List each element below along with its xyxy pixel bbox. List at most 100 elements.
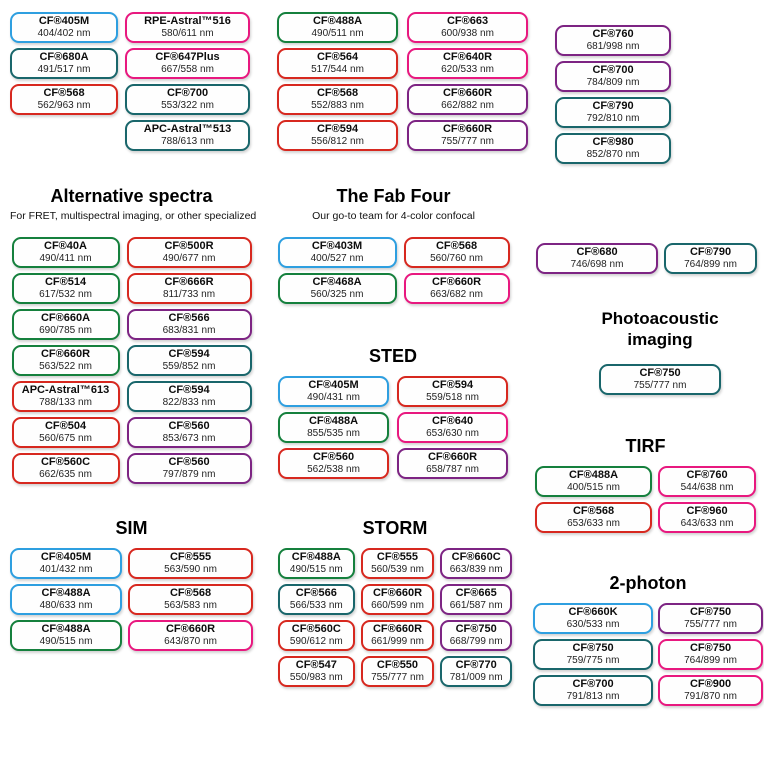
dye-ex-em-wavelengths: 791/813 nm: [566, 691, 620, 702]
dye-ex-em-wavelengths: 755/777 nm: [441, 136, 494, 147]
dye-name: CF®568: [43, 87, 85, 99]
dye-name: CF®790: [592, 100, 634, 112]
dye-ex-em-wavelengths: 660/599 nm: [371, 600, 424, 611]
dye-ex-em-wavelengths: 668/799 nm: [449, 636, 503, 647]
dye-name: CF®514: [44, 276, 87, 288]
dye-name: CF®594: [168, 384, 210, 396]
dye-name: CF®594: [431, 379, 474, 391]
dye-name: CF®403M: [311, 240, 363, 252]
dye-name: CF®594: [316, 123, 359, 135]
dye-ex-em-wavelengths: 662/882 nm: [441, 100, 494, 111]
dye-ex-em-wavelengths: 559/518 nm: [426, 392, 479, 403]
dye-ex-em-wavelengths: 556/812 nm: [311, 136, 364, 147]
dye-ex-em-wavelengths: 560/325 nm: [310, 289, 364, 300]
section-title: 2-photon: [609, 573, 687, 593]
dye-name: CF®770: [455, 659, 497, 671]
dye-name: CF®568: [435, 240, 478, 252]
dye-ex-em-wavelengths: 663/682 nm: [430, 289, 483, 300]
section-title: The Fab Four: [336, 186, 451, 206]
dye-name: CF®555: [376, 551, 419, 563]
dye-name: CF®488A: [308, 415, 359, 427]
dye-name: CF®960: [686, 505, 728, 517]
dye-name: CF®568: [316, 87, 359, 99]
dye-name: CF®488A: [41, 623, 91, 635]
dye-name: CF®760: [592, 28, 634, 40]
section-title: TIRF: [625, 436, 666, 456]
section-title: Alternative spectra: [50, 186, 213, 206]
dye-name: CF®647Plus: [155, 51, 220, 63]
section-subtitle: For FRET, multispectral imaging, or othe…: [10, 210, 257, 222]
dye-ex-em-wavelengths: 855/535 nm: [307, 428, 360, 439]
dye-name: CF®468A: [312, 276, 362, 288]
dye-name: CF®663: [446, 15, 489, 27]
dye-ex-em-wavelengths: 797/879 nm: [162, 469, 216, 480]
dye-name: RPE-Astral™516: [144, 15, 231, 27]
dye-ex-em-wavelengths: 563/522 nm: [39, 361, 92, 372]
dye-ex-em-wavelengths: 400/527 nm: [310, 253, 364, 264]
section-title: Photoacoustic imaging: [601, 309, 719, 349]
dye-ex-em-wavelengths: 663/839 nm: [449, 564, 503, 575]
dye-ex-em-wavelengths: 590/612 nm: [289, 636, 343, 647]
dye-name: CF®488A: [312, 15, 363, 27]
dye-name: CF®660R: [40, 348, 91, 360]
dye-ex-em-wavelengths: 490/431 nm: [307, 392, 360, 403]
dye-ex-em-wavelengths: 690/785 nm: [39, 325, 92, 336]
dye-ex-em-wavelengths: 755/777 nm: [633, 380, 687, 391]
dye-ex-em-wavelengths: 553/322 nm: [161, 100, 214, 111]
dye-name: APC-Astral™513: [143, 123, 232, 135]
dye-name: CF®594: [168, 348, 210, 360]
dye-ex-em-wavelengths: 681/998 nm: [586, 41, 640, 52]
dye-ex-em-wavelengths: 784/809 nm: [586, 77, 640, 88]
dye-ex-em-wavelengths: 517/544 nm: [311, 64, 364, 75]
dye-name: CF®750: [572, 642, 614, 654]
dye-ex-em-wavelengths: 791/870 nm: [684, 691, 737, 702]
dye-ex-em-wavelengths: 788/613 nm: [161, 136, 214, 147]
dye-ex-em-wavelengths: 580/611 nm: [161, 28, 214, 39]
dye-ex-em-wavelengths: 643/633 nm: [680, 518, 734, 529]
dye-ex-em-wavelengths: 562/963 nm: [37, 100, 91, 111]
dye-ex-em-wavelengths: 490/411 nm: [39, 253, 92, 264]
dye-ex-em-wavelengths: 781/009 nm: [449, 672, 503, 683]
dye-name: CF®488A: [291, 551, 341, 563]
